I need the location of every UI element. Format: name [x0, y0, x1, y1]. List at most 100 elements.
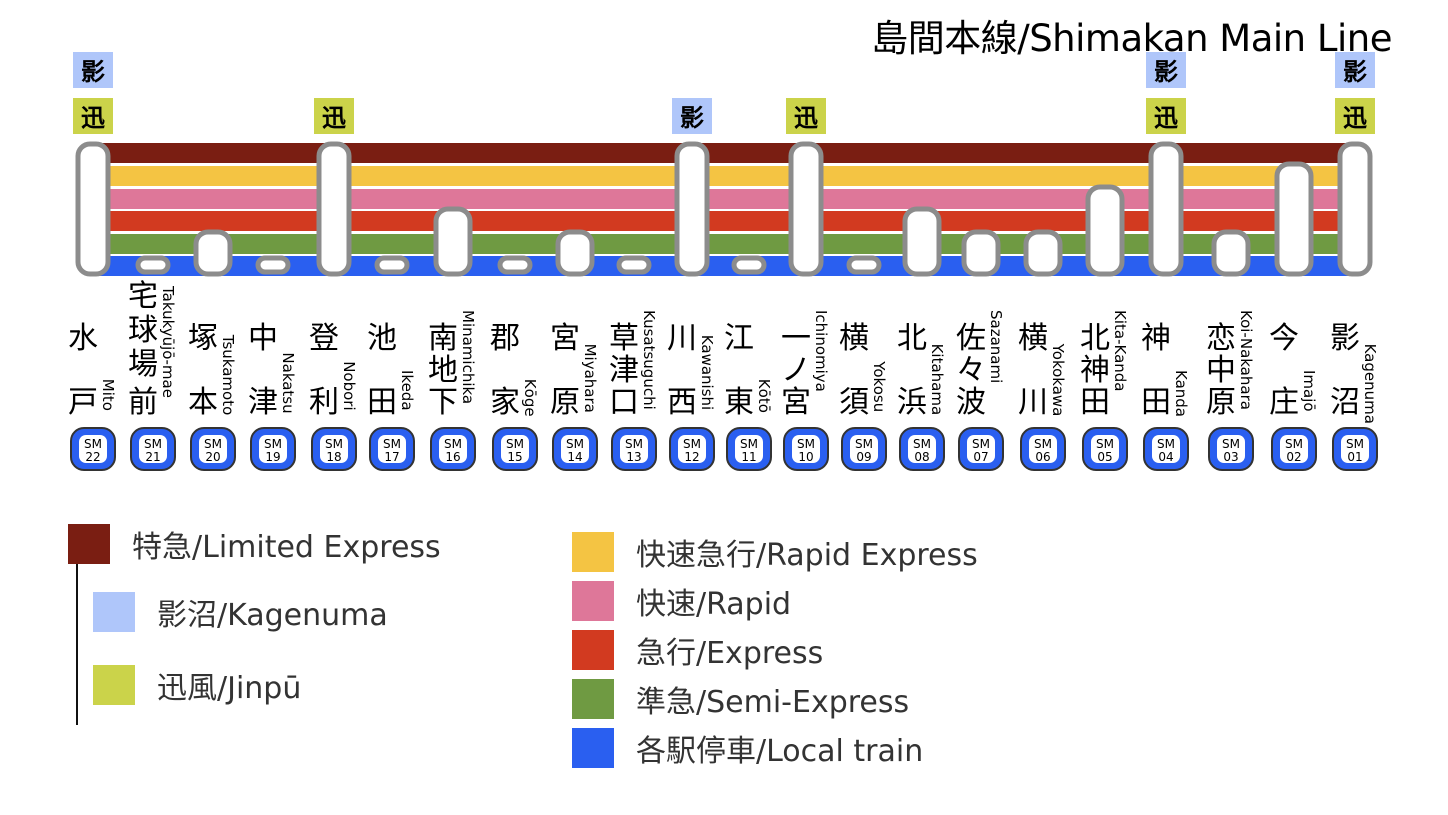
station-kanji-char: 東: [724, 385, 754, 420]
station-number-badge-inner: [320, 435, 348, 463]
station-kanji-char: 川: [1018, 385, 1048, 420]
station-stop-marker: [902, 206, 942, 277]
legend-label: 快速/Rapid: [636, 587, 792, 622]
jinpu-badge-bg: [1146, 98, 1186, 134]
station-kanji-char: 利: [309, 385, 339, 420]
station-number-badge-inner: [1152, 435, 1180, 463]
station-kanji-char: 津: [609, 353, 639, 388]
station-line-code: SM: [1157, 437, 1175, 451]
station-kanji-char: 塚: [188, 321, 218, 356]
station-number: 03: [1223, 450, 1238, 464]
legend-item-limited-express: 特急/Limited Express: [68, 522, 441, 566]
station-romaji: Yokosu: [870, 360, 888, 412]
station-kanji-char: 佐: [956, 321, 986, 356]
station-kanji-char: 浜: [897, 385, 927, 420]
station-kanji-char: 北: [1080, 321, 1110, 356]
station-number-badge-inner: [1217, 435, 1245, 463]
station-line-code: SM: [1285, 437, 1303, 451]
station-romaji: Kitahama: [928, 344, 946, 416]
jinpu-stop-badge: 迅: [1146, 98, 1186, 134]
service-band-express: [93, 211, 1355, 231]
station-romaji: Kusatsuguchi: [640, 310, 658, 410]
station-line-code: SM: [566, 437, 584, 451]
jinpu-badge-bg: [73, 98, 113, 134]
jinpu-stop-badge: 迅: [314, 98, 354, 134]
station-line-code: SM: [625, 437, 643, 451]
station-romaji: Kōtō: [755, 379, 773, 413]
kagenuma-badge-mark: 影: [1343, 58, 1367, 86]
station-romaji: Kagenuma: [1361, 344, 1379, 424]
station-stop-marker: [555, 229, 595, 277]
legend-label: 快速急行/Rapid Express: [636, 538, 978, 573]
service-band-rapid: [93, 189, 1355, 209]
station-kanji-char: 江: [724, 321, 754, 356]
legend-label: 迅風/Jinpū: [157, 671, 302, 706]
legend-label: 各駅停車/Local train: [636, 734, 924, 769]
station-romaji: Kita-Kanda: [1111, 310, 1129, 391]
kagenuma-badge-bg: [672, 98, 712, 134]
legend-label: 急行/Express: [636, 636, 824, 671]
station-kanji-char: 須: [839, 385, 869, 420]
station-name: 北神田: [1080, 321, 1110, 420]
legend-item-semi-express: 準急/Semi-Express: [572, 677, 909, 721]
station-number-badge-inner: [735, 435, 763, 463]
station-kanji-char: 前: [128, 385, 158, 420]
jinpu-badge-mark: 迅: [794, 104, 818, 132]
station-name: 横須: [839, 321, 869, 420]
station-stop-marker: [674, 141, 710, 277]
station-kanji-char: 々: [956, 353, 986, 388]
station-line-code: SM: [797, 437, 815, 451]
jinpu-badge-mark: 迅: [1154, 104, 1178, 132]
station-name: 影沼: [1330, 321, 1360, 420]
kagenuma-badge-mark: 影: [680, 104, 704, 132]
legend-item-express: 急行/Express: [572, 628, 823, 672]
station-romaji: Ikeda: [398, 370, 416, 411]
jinpu-badge-bg: [1335, 98, 1375, 134]
station-kanji-char: 北: [897, 321, 927, 356]
station-stop-marker: [1085, 184, 1125, 277]
kagenuma-stop-badge: 影: [1335, 52, 1375, 88]
station-kanji-char: 神: [1141, 321, 1171, 356]
station-number-badge-inner: [1341, 435, 1369, 463]
station-romaji: Kōge: [521, 379, 539, 417]
station-line-code: SM: [972, 437, 990, 451]
station-name: 川西: [667, 321, 697, 420]
station-romaji: Koi-Nakahara: [1237, 310, 1255, 410]
legend-item-jinpu: 迅風/Jinpū: [93, 663, 301, 707]
station-line-code: SM: [84, 437, 102, 451]
service-band-limited-express: [93, 143, 1355, 163]
station-name: 塚本: [188, 321, 218, 420]
legend-swatch-rapid: [572, 581, 614, 621]
station-romaji: Nakatsu: [279, 352, 297, 413]
station-number: 01: [1347, 450, 1362, 464]
station-number: 15: [507, 450, 522, 464]
station-name: 佐々波: [956, 321, 986, 420]
station-number: 11: [741, 450, 756, 464]
station-kanji-char: 家: [490, 385, 520, 420]
jinpu-badge-mark: 迅: [81, 104, 105, 132]
legend-item-rapid: 快速/Rapid: [572, 579, 791, 623]
station-number-badge-inner: [139, 435, 167, 463]
station-romaji: Imajō: [1300, 370, 1318, 412]
jinpu-badge-bg: [314, 98, 354, 134]
station-stop-marker: [1211, 229, 1251, 277]
station-kanji-char: 波: [956, 385, 986, 420]
kagenuma-stop-badge: 影: [672, 98, 712, 134]
station-kanji-char: 宮: [781, 385, 811, 420]
station-kanji-char: 南: [428, 321, 458, 356]
station-kanji-char: 本: [188, 385, 218, 420]
station-number-badge-inner: [199, 435, 227, 463]
station-number: 16: [445, 450, 460, 464]
station-line-code: SM: [683, 437, 701, 451]
legend-swatch-limited-express: [68, 524, 110, 564]
station-kanji-char: 津: [248, 385, 278, 420]
station-romaji: Sazanami: [987, 310, 1005, 383]
